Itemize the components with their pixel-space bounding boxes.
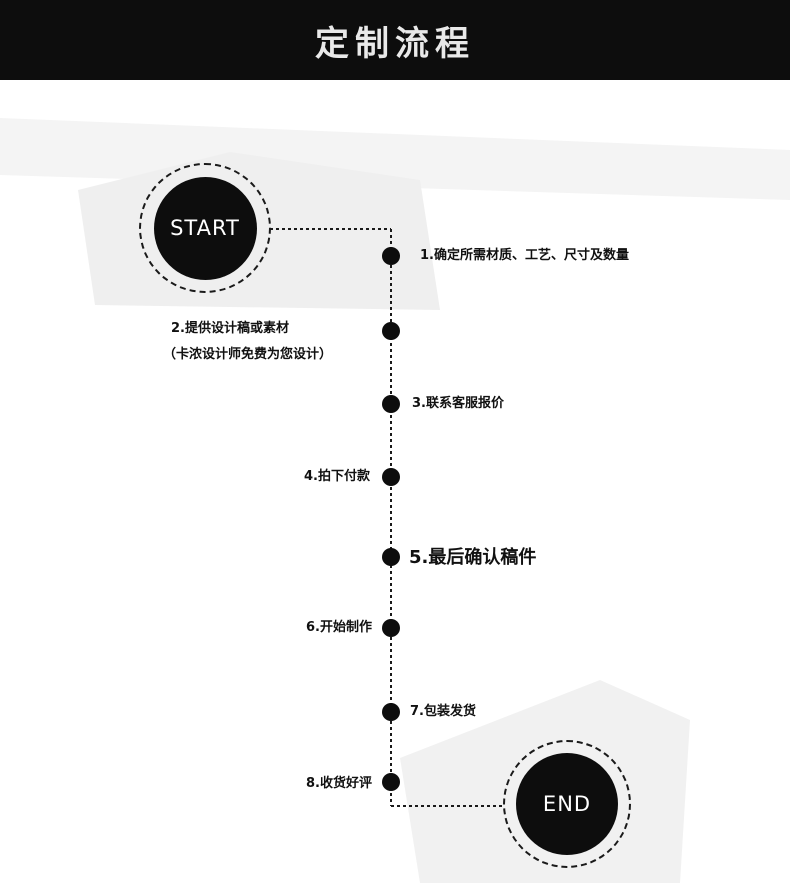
step-5-label: 5.最后确认稿件 bbox=[409, 547, 537, 568]
step-8-label: 8.收货好评 bbox=[306, 776, 372, 791]
step-4-dot bbox=[382, 468, 400, 486]
step-6-label: 6.开始制作 bbox=[306, 620, 372, 635]
step-8-dot bbox=[382, 773, 400, 791]
step-3-label: 3.联系客服报价 bbox=[412, 396, 504, 411]
step-2-subtitle: （卡浓设计师免费为您设计） bbox=[163, 347, 333, 362]
page-title: 定制流程 bbox=[315, 23, 475, 64]
end-badge: END bbox=[516, 753, 618, 855]
step-2-dot bbox=[382, 322, 400, 340]
step-4-label: 4.拍下付款 bbox=[304, 469, 370, 484]
header-bar: 定制流程 bbox=[0, 0, 790, 80]
step-6-dot bbox=[382, 619, 400, 637]
step-5-dot bbox=[382, 548, 400, 566]
step-7-label: 7.包装发货 bbox=[410, 704, 476, 719]
end-node: END bbox=[503, 740, 631, 868]
step-3-dot bbox=[382, 395, 400, 413]
step-7-dot bbox=[382, 703, 400, 721]
step-1-dot bbox=[382, 247, 400, 265]
step-2-title: 2.提供设计稿或素材 bbox=[171, 321, 289, 336]
step-2-label: 2.提供设计稿或素材 （卡浓设计师免费为您设计） bbox=[163, 320, 373, 364]
start-badge: START bbox=[153, 176, 257, 280]
step-1-label: 1.确定所需材质、工艺、尺寸及数量 bbox=[420, 248, 629, 263]
start-node: START bbox=[139, 163, 271, 293]
